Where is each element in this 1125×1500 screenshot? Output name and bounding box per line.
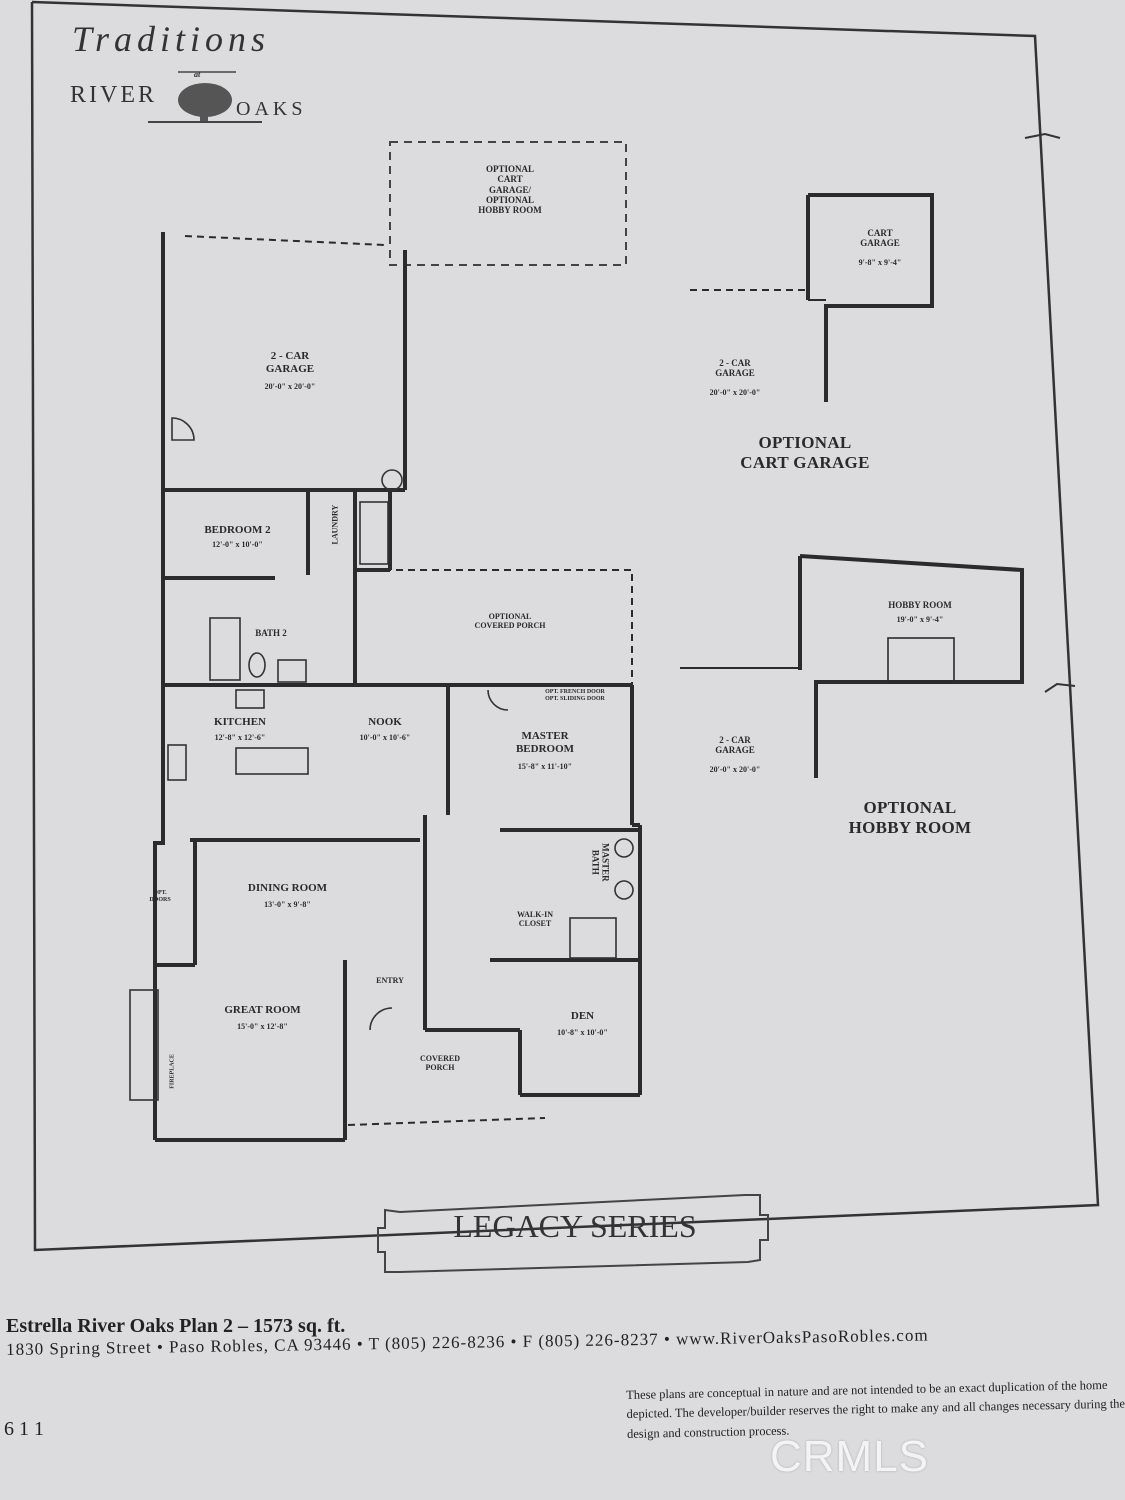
label-french-door: OPT. FRENCH DOOR OPT. SLIDING DOOR xyxy=(545,689,605,702)
label-great-room: GREAT ROOM xyxy=(224,1004,301,1016)
label-master-bedroom: MASTER BEDROOM xyxy=(515,730,575,755)
label-optional-hobby-room: OPTIONAL HOBBY ROOM xyxy=(848,798,972,837)
dim-great-room: 15'-0" x 12'-8" xyxy=(237,1022,288,1031)
label-dining-room: DINING ROOM xyxy=(247,882,328,894)
label-garage-alt2: 2 - CAR GARAGE xyxy=(715,735,755,756)
label-optional-cart-garage: OPTIONAL CART GARAGE xyxy=(740,433,870,472)
label-bath-2: BATH 2 xyxy=(255,628,287,638)
page-border xyxy=(30,0,1100,1252)
dim-kitchen: 12'-8" x 12'-6" xyxy=(214,733,266,742)
label-opt-doors: OPT. DOORS xyxy=(149,890,171,903)
label-entry: ENTRY xyxy=(376,976,404,985)
label-den: DEN xyxy=(570,1010,595,1022)
dim-garage-alt1: 20'-0" x 20'-0" xyxy=(709,388,761,397)
optional-cart-garage-walls xyxy=(690,193,934,402)
dim-bedroom-2: 12'-0" x 10'-0" xyxy=(212,540,263,549)
label-hobby-room: HOBBY ROOM xyxy=(888,600,952,610)
label-garage-main: 2 - CAR GARAGE xyxy=(265,350,315,375)
label-kitchen: KITCHEN xyxy=(214,716,266,728)
oak-tree-logo xyxy=(148,71,262,123)
logo-at: at xyxy=(194,70,201,79)
dim-dining-room: 13'-0" x 9'-8" xyxy=(264,900,311,909)
break-mark-bottom xyxy=(1044,682,1076,693)
dim-den: 10'-8" x 10'-0" xyxy=(557,1028,608,1037)
dim-garage-main: 20'-0" x 20'-0" xyxy=(264,382,316,391)
label-walk-in-closet: WALK-IN CLOSET xyxy=(516,910,553,929)
dim-nook: 10'-0" x 10'-6" xyxy=(359,733,411,742)
label-master-bath: MASTER BATH xyxy=(590,843,611,882)
optional-hobby-room-walls xyxy=(680,554,1024,778)
dim-hobby-room: 19'-0" x 9'-4" xyxy=(896,615,944,624)
label-optional-cart-hobby: OPTIONAL CART GARAGE/ OPTIONAL HOBBY ROO… xyxy=(478,164,542,216)
logo-river: RIVER xyxy=(70,82,157,108)
logo-traditions: Traditions xyxy=(72,19,271,59)
fixtures xyxy=(129,417,634,1101)
crmls-watermark: CRMLS xyxy=(770,1432,930,1481)
logo-oaks: OAKS xyxy=(236,98,307,120)
page-number: 6 1 1 xyxy=(4,1418,44,1440)
label-optional-covered-porch: OPTIONAL COVERED PORCH xyxy=(474,612,546,631)
dim-garage-alt2: 20'-0" x 20'-0" xyxy=(709,765,761,774)
label-fireplace: FIREPLACE xyxy=(169,1054,176,1089)
label-garage-alt1: 2 - CAR GARAGE xyxy=(715,358,755,379)
plan-title: Estrella River Oaks Plan 2 – 1573 sq. ft… xyxy=(6,1315,346,1337)
label-laundry: LAUNDRY xyxy=(330,504,340,545)
label-covered-porch: COVERED PORCH xyxy=(419,1054,460,1073)
optional-cart-hobby-outline xyxy=(389,141,627,266)
dim-master-bedroom: 15'-8" x 11'-10" xyxy=(517,762,573,771)
break-mark-top xyxy=(1024,132,1061,139)
series-banner-frame xyxy=(377,1194,769,1273)
label-nook: NOOK xyxy=(368,716,402,728)
series-title: LEGACY SERIES xyxy=(453,1208,697,1244)
label-cart-garage: CART GARAGE xyxy=(860,228,900,249)
dim-cart-garage: 9'-8" x 9'-4" xyxy=(858,258,902,267)
label-bedroom-2: BEDROOM 2 xyxy=(204,524,271,536)
main-house-walls xyxy=(153,232,642,1142)
